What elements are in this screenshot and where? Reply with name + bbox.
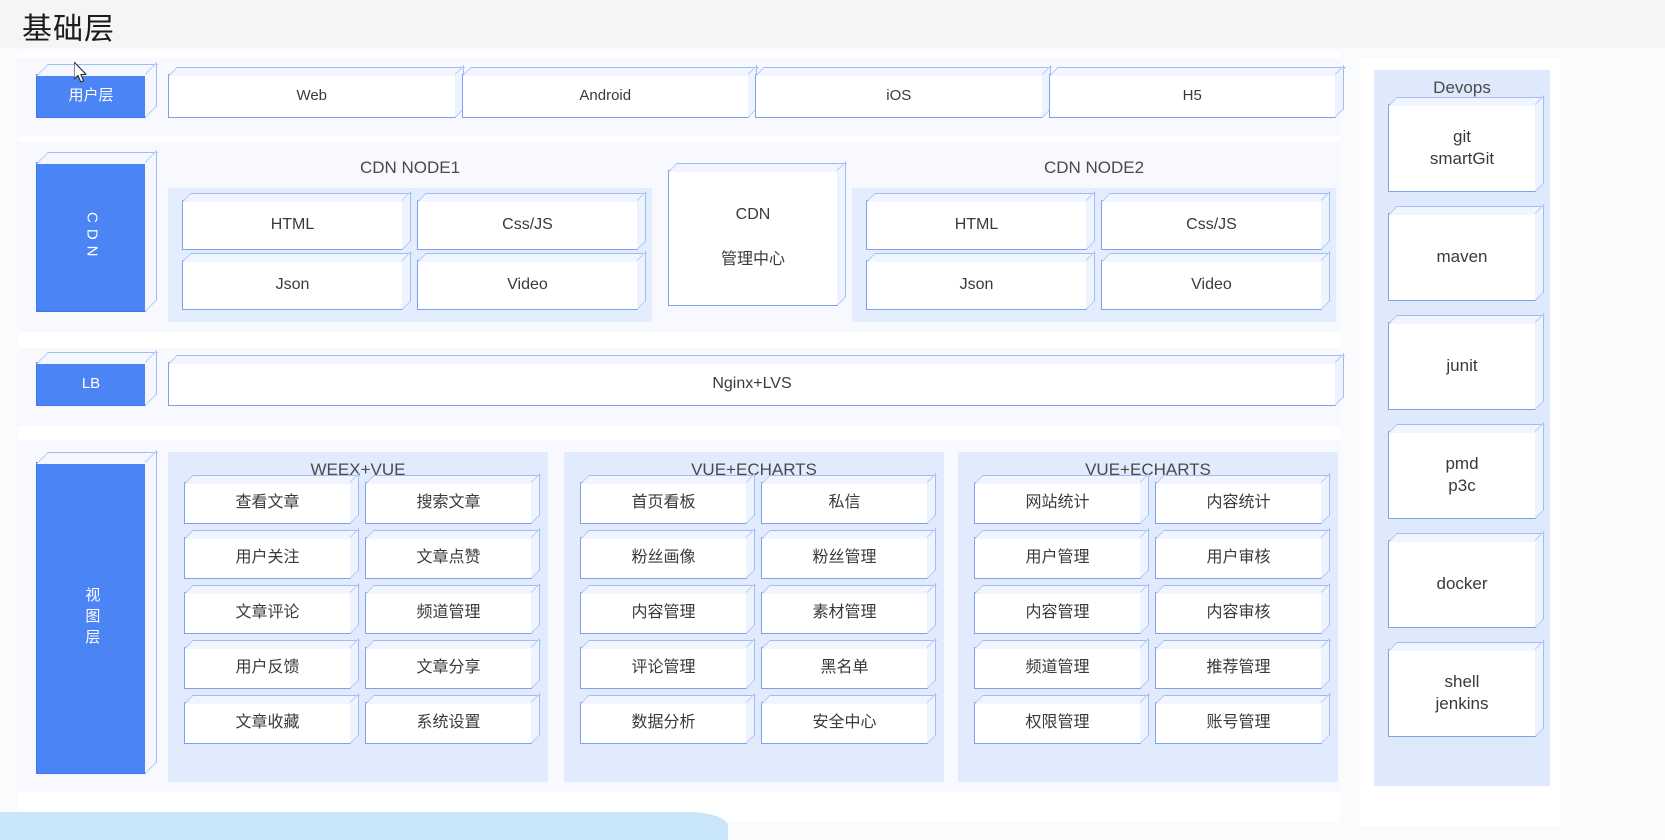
view-item[interactable]: 系统设置 [365,702,532,744]
view-item[interactable]: 权限管理 [974,702,1141,744]
client-box-ios[interactable]: iOS [755,74,1043,118]
cdn-node1-item-json[interactable]: Json [182,260,403,310]
cdn-management-center-box[interactable]: CDN 管理中心 [668,170,838,306]
cdn-row: CDN NODE1 HTML Css/JS Json Video CDN 管理中… [168,152,1336,322]
devops-item-pmd[interactable]: pmd p3c [1388,431,1536,519]
cdn-node1-grid: HTML Css/JS Json Video [182,200,638,310]
view-item[interactable]: 内容审核 [1155,592,1322,634]
lb-nginx-lvs-bar[interactable]: Nginx+LVS [168,362,1336,406]
view-group-2-grid: 首页看板 私信 粉丝画像 粉丝管理 内容管理 素材管理 评论管理 黑名单 数据分… [580,482,928,744]
view-group-3-grid: 网站统计 内容统计 用户管理 用户审核 内容管理 内容审核 频道管理 推荐管理 … [974,482,1322,744]
view-item[interactable]: 搜索文章 [365,482,532,524]
devops-list: git smartGit maven junit pmd p3c docker … [1388,104,1536,737]
view-item[interactable]: 安全中心 [761,702,928,744]
view-item[interactable]: 黑名单 [761,647,928,689]
view-item[interactable]: 评论管理 [580,647,747,689]
view-item[interactable]: 频道管理 [974,647,1141,689]
view-item[interactable]: 网站统计 [974,482,1141,524]
cdn-node1-item-html[interactable]: HTML [182,200,403,250]
view-item[interactable]: 推荐管理 [1155,647,1322,689]
cdn-node2-grid: HTML Css/JS Json Video [866,200,1322,310]
devops-panel: Devops git smartGit maven junit pmd p3c … [1374,70,1550,786]
cdn-node2-item-cssjs[interactable]: Css/JS [1101,200,1322,250]
view-item[interactable]: 内容管理 [580,592,747,634]
page-title: 基础层 [22,13,115,46]
view-row: WEEX+VUE 查看文章 搜索文章 用户关注 文章点赞 文章评论 频道管理 用… [168,452,1340,782]
view-item[interactable]: 首页看板 [580,482,747,524]
view-item[interactable]: 用户关注 [184,537,351,579]
view-item[interactable]: 素材管理 [761,592,928,634]
view-item[interactable]: 数据分析 [580,702,747,744]
cdn-node2-group: CDN NODE2 HTML Css/JS Json Video [852,158,1336,322]
client-box-web[interactable]: Web [168,74,456,118]
view-item[interactable]: 内容管理 [974,592,1141,634]
cdn-node2-title: CDN NODE2 [1043,158,1145,177]
devops-item-docker[interactable]: docker [1388,540,1536,628]
cdn-node1-group: CDN NODE1 HTML Css/JS Json Video [168,158,652,322]
cdn-node2-item-html[interactable]: HTML [866,200,1087,250]
layer-label-cdn[interactable]: CDN [36,162,146,312]
view-group-vue-echarts-2: VUE+ECHARTS 网站统计 内容统计 用户管理 用户审核 内容管理 内容审… [958,452,1338,782]
layer-label-view[interactable]: 视图层 [36,462,146,774]
view-group-vue-echarts-1: VUE+ECHARTS 首页看板 私信 粉丝画像 粉丝管理 内容管理 素材管理 … [564,452,944,782]
view-item[interactable]: 用户审核 [1155,537,1322,579]
view-item[interactable]: 文章评论 [184,592,351,634]
cdn-node1-title: CDN NODE1 [359,158,461,177]
devops-item-git[interactable]: git smartGit [1388,104,1536,192]
client-box-h5[interactable]: H5 [1048,74,1336,118]
bottom-accent-band [0,812,728,840]
view-item[interactable]: 文章收藏 [184,702,351,744]
devops-item-shell-jenkins[interactable]: shell jenkins [1388,649,1536,737]
cdn-node1-item-cssjs[interactable]: Css/JS [417,200,638,250]
view-item[interactable]: 私信 [761,482,928,524]
view-item[interactable]: 频道管理 [365,592,532,634]
view-group-weex-vue: WEEX+VUE 查看文章 搜索文章 用户关注 文章点赞 文章评论 频道管理 用… [168,452,548,782]
cdn-node1-item-video[interactable]: Video [417,260,638,310]
devops-item-junit[interactable]: junit [1388,322,1536,410]
view-item[interactable]: 用户管理 [974,537,1141,579]
devops-item-maven[interactable]: maven [1388,213,1536,301]
view-item[interactable]: 账号管理 [1155,702,1322,744]
cdn-center-line2: 管理中心 [720,251,785,268]
cdn-center-line1: CDN [735,206,771,224]
view-group-1-grid: 查看文章 搜索文章 用户关注 文章点赞 文章评论 频道管理 用户反馈 文章分享 … [184,482,532,744]
view-item[interactable]: 用户反馈 [184,647,351,689]
client-row: Web Android iOS H5 [168,74,1336,118]
devops-title: Devops [1433,78,1491,97]
view-item[interactable]: 查看文章 [184,482,351,524]
layer-label-lb[interactable]: LB [36,362,146,406]
cdn-node2-item-json[interactable]: Json [866,260,1087,310]
view-item[interactable]: 粉丝管理 [761,537,928,579]
view-item[interactable]: 文章点赞 [365,537,532,579]
client-box-android[interactable]: Android [461,74,749,118]
view-item[interactable]: 内容统计 [1155,482,1322,524]
layer-label-user[interactable]: 用户层 [36,74,146,118]
view-item[interactable]: 粉丝画像 [580,537,747,579]
view-item[interactable]: 文章分享 [365,647,532,689]
cdn-node2-item-video[interactable]: Video [1101,260,1322,310]
